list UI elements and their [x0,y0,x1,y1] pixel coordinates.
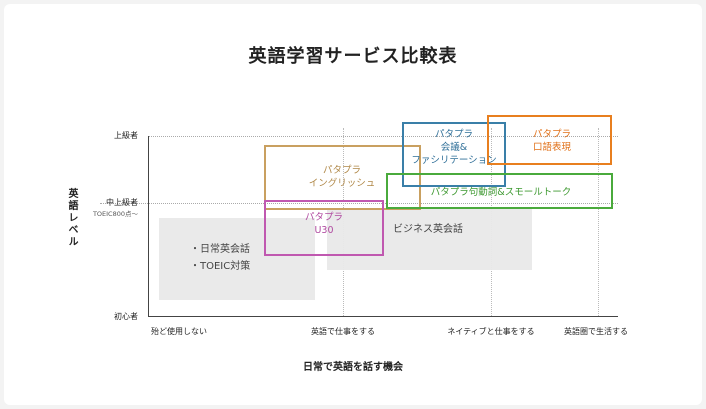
y-tick-upper-intermediate: 中上級者 TOEIC800点〜 [58,197,138,218]
grid-line-living [598,128,599,316]
service-english-line-2: イングリッシュ [308,178,376,189]
service-box-phrasal [386,173,613,209]
business-area [327,208,532,270]
service-label-phrasal: パタプラ句動詞&スモールトーク [406,186,596,199]
service-phrasal-line-1: パタプラ句動詞&スモールトーク [430,187,572,198]
x-tick-work: 英語で仕事をする [311,327,375,336]
service-box-english [264,145,421,210]
y-axis-line [148,136,149,316]
y-tick-advanced-label: 上級者 [114,131,138,140]
y-tick-upper-intermediate-sub: TOEIC800点〜 [92,210,138,218]
y-axis-label: 英語レベル [66,188,77,248]
x-tick-native: ネイティブと仕事をする [447,327,535,336]
y-tick-advanced: 上級者 [58,130,138,141]
grid-line-upper-intermediate [100,203,618,204]
x-axis-label: 日常で英語を話す機会 [303,362,403,373]
service-label-u30: パタプラ U30 [284,211,364,237]
diagram-title: 英語学習サービス比較表 [248,46,458,67]
service-meeting-line-3: ファシリテーション [411,155,497,166]
x-tick-rarely: 殆ど使用しない [151,327,207,336]
x-axis-line [148,316,618,317]
beginner-area-label: ・日常英会話 ・TOEIC対策 [190,241,250,275]
service-u30-line-1: パタプラ [304,212,343,223]
service-box-colloquial [487,115,612,165]
service-meeting-line-2: 会議& [440,142,468,153]
x-tick-living: 英語圏で生活する [564,327,628,336]
service-colloquial-line-2: 口語表現 [532,142,571,153]
beginner-area-line-2: ・TOEIC対策 [190,261,251,272]
service-label-english: パタプラ イングリッシュ [302,164,382,190]
diagram-card [4,4,702,405]
service-label-colloquial: パタプラ 口語表現 [512,128,592,154]
business-area-label: ビジネス英会話 [393,221,463,238]
y-tick-beginner-label: 初心者 [114,312,138,321]
service-label-meeting: パタプラ 会議& ファシリテーション [404,128,504,167]
service-box-u30 [264,200,384,256]
service-u30-line-2: U30 [314,225,334,236]
y-tick-beginner: 初心者 [58,311,138,322]
service-english-line-1: パタプラ [322,165,361,176]
beginner-area [159,218,315,300]
beginner-area-line-1: ・日常英会話 [190,244,250,255]
service-box-meeting [402,122,506,187]
business-area-line-1: ビジネス英会話 [393,224,463,235]
y-tick-upper-intermediate-label: 中上級者 [106,198,138,207]
service-meeting-line-1: パタプラ [434,129,473,140]
grid-line-advanced [148,136,618,137]
service-colloquial-line-1: パタプラ [532,129,571,140]
